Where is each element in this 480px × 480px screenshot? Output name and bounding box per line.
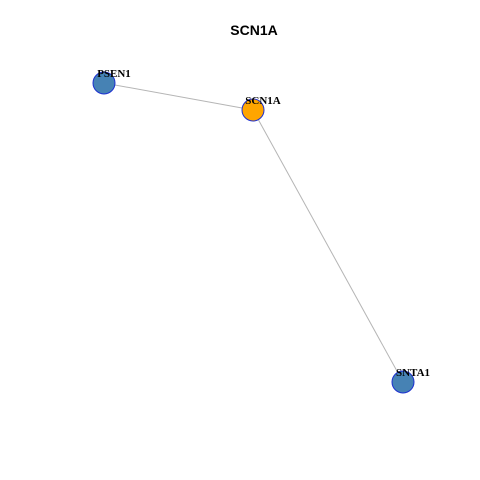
node-circle-scn1a	[241, 98, 265, 122]
node-label-psen1: PSEN1	[97, 68, 131, 80]
node-snta1: SNTA1	[391, 367, 430, 394]
edge-scn1a-snta1	[252, 109, 404, 383]
node-label-snta1: SNTA1	[396, 367, 430, 379]
edges-layer	[103, 82, 404, 383]
node-scn1a: SCN1A	[241, 95, 281, 122]
node-circle-snta1	[391, 370, 415, 394]
node-psen1: PSEN1	[92, 68, 131, 95]
graph-title: SCN1A	[230, 22, 277, 38]
edge-psen1-scn1a	[103, 82, 254, 111]
node-label-scn1a: SCN1A	[245, 95, 281, 107]
node-circle-psen1	[92, 71, 116, 95]
